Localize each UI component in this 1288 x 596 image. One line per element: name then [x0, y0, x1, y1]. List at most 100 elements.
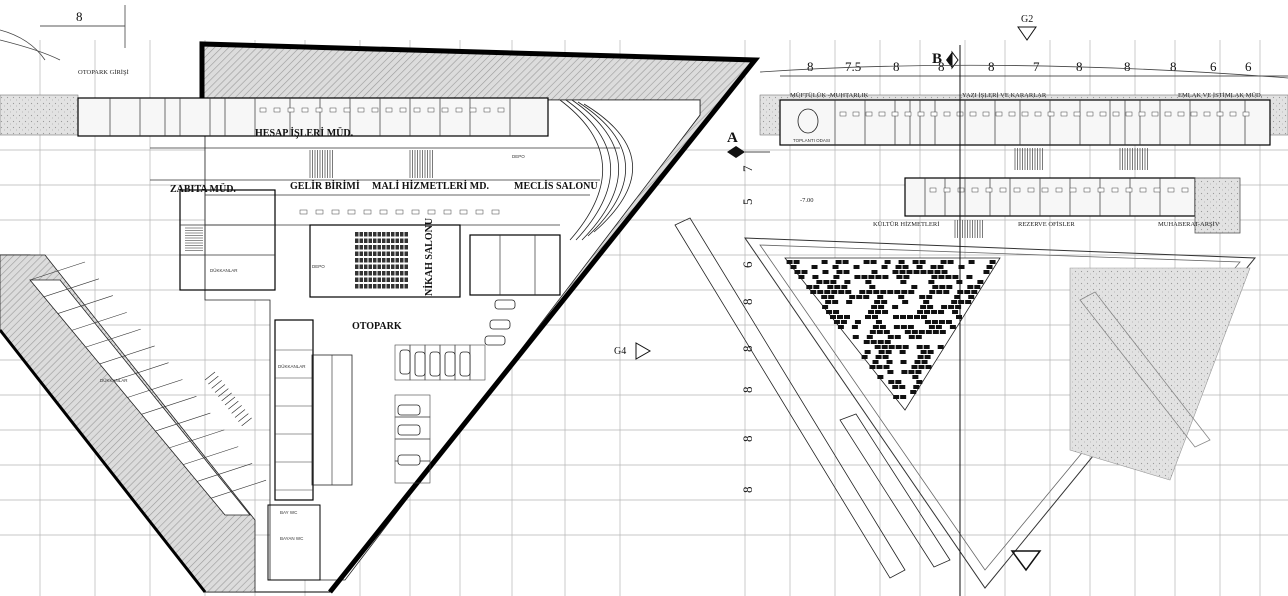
terrace-block	[892, 305, 899, 309]
terrace-block	[937, 345, 944, 349]
seat	[400, 264, 404, 269]
desk	[891, 111, 899, 117]
desk	[395, 209, 404, 215]
desk	[1055, 187, 1063, 193]
terrace-block	[917, 355, 924, 359]
terrace-block	[833, 275, 840, 279]
terrace-block	[888, 345, 895, 349]
left-building: OTOPARK GİRİŞİ HESAP İŞLERİ MÜD. ZABITA …	[0, 41, 761, 594]
terrace-block	[945, 320, 952, 324]
terrace-block	[887, 370, 894, 374]
shop-divider	[29, 261, 86, 281]
car	[459, 351, 471, 377]
stair-step	[224, 396, 236, 406]
shop-divider	[169, 429, 225, 449]
terrace-block	[931, 320, 938, 324]
terrace-block	[915, 370, 922, 374]
terrace-block	[914, 315, 920, 319]
terrace-block	[793, 260, 800, 264]
terrace-block	[900, 315, 906, 319]
desk	[287, 107, 295, 113]
seat	[377, 238, 381, 243]
terrace-block	[861, 355, 868, 359]
terrace-block	[939, 330, 946, 334]
desk	[331, 209, 340, 215]
label-culture: KÜLTÜR HİZMETLERİ	[873, 221, 939, 228]
seat	[359, 251, 363, 256]
terrace-block	[856, 295, 863, 299]
seat	[355, 264, 359, 269]
svg-text:G2: G2	[1021, 14, 1033, 25]
terrace-block	[871, 305, 878, 309]
seat	[382, 284, 386, 289]
terrace-block	[821, 260, 828, 264]
seat	[377, 232, 381, 237]
terrace-block	[919, 295, 926, 299]
terrace-block	[931, 310, 938, 314]
terrace-block	[864, 350, 871, 354]
terrace-block	[859, 290, 866, 294]
desk	[1177, 111, 1185, 117]
terrace-block	[900, 360, 907, 364]
desk	[904, 111, 912, 117]
terrace-block	[929, 290, 936, 294]
terrace-block	[823, 280, 830, 284]
seat	[377, 277, 381, 282]
seat	[364, 277, 368, 282]
terrace-block	[832, 300, 839, 304]
terrace-block	[801, 270, 808, 274]
terrace-block	[863, 295, 870, 299]
seating-terrace-pattern	[784, 257, 1001, 411]
seat	[404, 264, 408, 269]
terrace-block	[920, 270, 927, 274]
desk	[943, 111, 951, 117]
shop-divider	[183, 446, 239, 465]
terrace-block	[786, 260, 793, 264]
seat	[404, 245, 408, 250]
dim-side-value: 8	[740, 487, 755, 494]
terrace-block	[878, 350, 885, 354]
seat	[404, 271, 408, 276]
terrace-block	[903, 275, 910, 279]
terrace-block	[872, 315, 878, 319]
label-council-hall: MECLİS SALONU	[514, 180, 598, 192]
seat	[400, 258, 404, 263]
shops-column	[274, 319, 314, 501]
seat	[364, 264, 368, 269]
wc-block	[267, 504, 321, 581]
car	[397, 404, 421, 416]
car	[494, 299, 516, 310]
dim-top-value: 8	[807, 59, 814, 74]
seat	[386, 258, 390, 263]
terrace-block	[893, 395, 900, 399]
seat	[359, 264, 363, 269]
desk	[839, 111, 847, 117]
right-building: MÜFTÜLÜK -MUHTARLIK YAZI İŞLERİ VE KARAR…	[674, 92, 1288, 589]
seat	[359, 277, 363, 282]
desk	[491, 209, 500, 215]
terrace-block	[899, 385, 906, 389]
terrace-block	[837, 315, 843, 319]
police-dept-block	[179, 189, 276, 291]
terrace-block	[900, 395, 907, 399]
dim-top-left: 8	[76, 9, 83, 24]
terrace-block	[900, 325, 907, 329]
desk	[917, 111, 925, 117]
seat	[395, 264, 399, 269]
seat	[391, 251, 395, 256]
terrace-block	[941, 305, 948, 309]
diagonal-ramp-1	[674, 217, 906, 579]
shop-divider	[113, 362, 169, 381]
desk	[1125, 187, 1133, 193]
courtyard-paving	[1069, 267, 1251, 481]
terrace-block	[923, 300, 930, 304]
desk	[1008, 111, 1016, 117]
label-accounting: HESAP İŞLERİ MÜD.	[255, 126, 354, 139]
seat	[400, 232, 404, 237]
seat	[373, 271, 377, 276]
terrace-block	[865, 315, 871, 319]
dim-side-value: 8	[740, 299, 755, 306]
desk	[411, 209, 420, 215]
shop-divider	[43, 278, 100, 298]
terrace-block	[866, 335, 873, 339]
